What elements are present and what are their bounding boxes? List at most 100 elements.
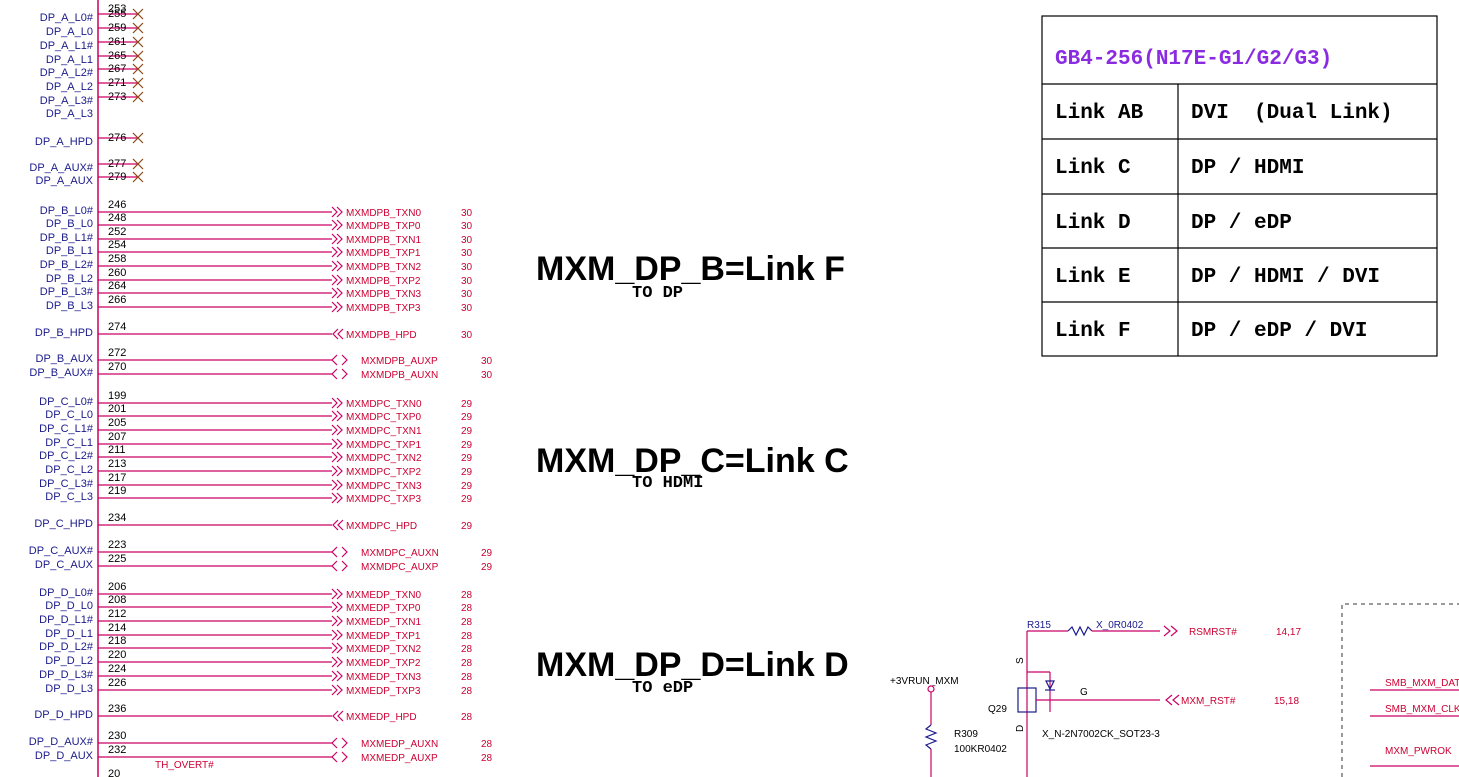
- net-label: MXMDPC_HPD: [346, 521, 417, 532]
- q29-d-label: D: [1015, 725, 1026, 732]
- table-output-f: DP / eDP / DVI: [1191, 320, 1367, 343]
- pin-number: 225: [108, 553, 126, 565]
- out-arrow: [331, 479, 338, 491]
- annotation-to-dp: TO DP: [632, 284, 683, 303]
- q29-label: Q29: [988, 704, 1007, 715]
- in-arrow: [337, 710, 344, 722]
- pin-label: DP_D_L2: [45, 655, 93, 667]
- pin-number: 220: [108, 649, 126, 661]
- out-arrow: [331, 670, 338, 682]
- pin-label: DP_B_L3#: [40, 286, 94, 298]
- out-arrow: [336, 260, 343, 272]
- link-table: GB4-256(N17E-G1/G2/G3) Link AB DVI (Dual…: [1041, 15, 1438, 357]
- pin-number: 274: [108, 321, 126, 333]
- pin-label: DP_D_AUX#: [29, 736, 94, 748]
- pin-number: 254: [108, 239, 126, 251]
- out-arrow: [331, 451, 338, 463]
- net-label: MXMDPC_TXP0: [346, 412, 421, 423]
- out-arrow: [331, 615, 338, 627]
- bidir-arrow: [331, 546, 338, 558]
- net-label: MXMDPC_TXN2: [346, 453, 422, 464]
- pin-label: DP_D_HPD: [34, 709, 93, 721]
- out-arrow: [331, 492, 338, 504]
- page-ref: 28: [461, 672, 473, 683]
- net-label: MXMDPC_TXP2: [346, 467, 421, 478]
- q29-part: X_N-2N7002CK_SOT23-3: [1042, 729, 1160, 740]
- q29-s-label: S: [1015, 657, 1026, 664]
- no-connect-mark: [132, 171, 144, 183]
- pin-number: 279: [108, 171, 126, 183]
- net-label: MXMDPB_TXP3: [346, 303, 421, 314]
- pin-number: 266: [108, 294, 126, 306]
- page-ref: 28: [461, 644, 473, 655]
- out-arrow: [336, 397, 343, 409]
- table-link-c: Link C: [1055, 157, 1131, 180]
- page-ref: 29: [461, 494, 473, 505]
- bidir-arrow: [331, 560, 338, 572]
- pin-number: 224: [108, 663, 126, 675]
- pin-number: 260: [108, 267, 126, 279]
- out-arrow: [331, 301, 338, 313]
- rsmrst-arrow: [1163, 625, 1171, 637]
- net-label: MXMDPC_TXN3: [346, 481, 422, 492]
- out-arrow: [336, 601, 343, 613]
- mxm-rst-ref: 15,18: [1274, 696, 1299, 707]
- page-ref: 28: [461, 603, 473, 614]
- out-arrow: [336, 301, 343, 313]
- table-link-f: Link F: [1055, 320, 1131, 343]
- out-arrow: [331, 465, 338, 477]
- pin-label: DP_A_L0: [46, 26, 93, 38]
- pin-number: 255: [108, 8, 126, 20]
- pin-number: 218: [108, 635, 126, 647]
- out-arrow: [336, 615, 343, 627]
- pin-number: 230: [108, 730, 126, 742]
- no-connect-mark: [132, 22, 144, 34]
- net-label: MXMDPB_TXP0: [346, 221, 421, 232]
- bidir-arrow: [341, 546, 348, 558]
- pin-label: DP_B_AUX#: [29, 367, 93, 379]
- page-ref: 29: [461, 426, 473, 437]
- pin-number: 205: [108, 417, 126, 429]
- net-label: MXMEDP_TXN2: [346, 644, 421, 655]
- pin-number: 201: [108, 403, 126, 415]
- pin-label: DP_D_L0: [45, 600, 93, 612]
- pin-label: DP_A_L3: [46, 108, 93, 120]
- out-arrow: [331, 274, 338, 286]
- annotation-to-edp: TO eDP: [632, 679, 693, 698]
- pin-number: 277: [108, 158, 126, 170]
- net-label: MXMEDP_HPD: [346, 712, 417, 723]
- r309-label: R309: [954, 729, 978, 740]
- out-arrow: [331, 260, 338, 272]
- out-arrow: [331, 629, 338, 641]
- net-label: MXMDPC_TXP1: [346, 440, 421, 451]
- no-connect-mark: [132, 158, 144, 170]
- mxm-rst-arrow: [1165, 694, 1173, 706]
- pin-label: DP_C_L2#: [39, 450, 94, 462]
- page-ref: 30: [461, 303, 473, 314]
- out-arrow: [336, 451, 343, 463]
- table-output-ab: DVI (Dual Link): [1191, 102, 1393, 125]
- out-arrow: [331, 684, 338, 696]
- table-title: GB4-256(N17E-G1/G2/G3): [1055, 48, 1332, 71]
- page-ref: 28: [461, 590, 473, 601]
- out-arrow: [336, 287, 343, 299]
- pin-label: DP_C_HPD: [34, 518, 93, 530]
- net-label: MXMDPB_TXN3: [346, 289, 421, 300]
- bidir-arrow: [331, 751, 338, 763]
- pin-label: DP_A_AUX: [36, 175, 94, 187]
- table-link-e: Link E: [1055, 266, 1131, 289]
- out-arrow: [336, 642, 343, 654]
- out-arrow: [331, 233, 338, 245]
- out-arrow: [336, 233, 343, 245]
- pin-label: DP_C_L2: [45, 464, 93, 476]
- pwrok-net: MXM_PWROK: [1385, 746, 1452, 757]
- net-label: MXMDPC_TXP3: [346, 494, 421, 505]
- bidir-arrow: [331, 354, 338, 366]
- smb-dat-net: SMB_MXM_DAT: [1385, 678, 1459, 689]
- net-label: MXMDPB_TXP2: [346, 276, 421, 287]
- pin-number: 259: [108, 22, 126, 34]
- pin-label: DP_A_HPD: [35, 136, 93, 148]
- power-rail-label: +3VRUN_MXM: [890, 676, 959, 687]
- net-label: MXMDPB_TXN2: [346, 262, 421, 273]
